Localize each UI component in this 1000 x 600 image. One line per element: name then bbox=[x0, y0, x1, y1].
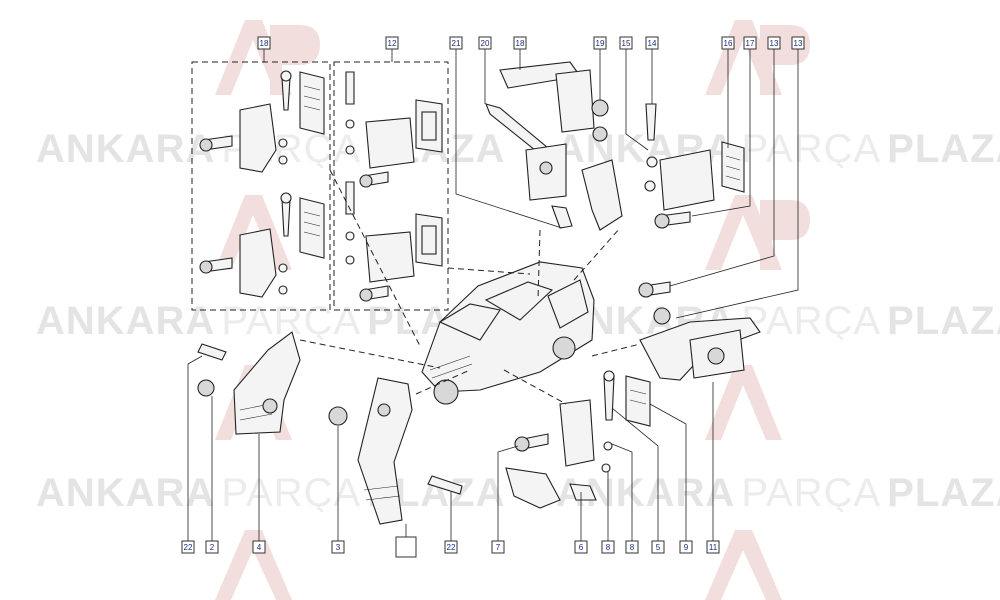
hinge-bracket-part-1 bbox=[328, 377, 463, 525]
callout-bottom-7: 6 bbox=[574, 540, 588, 554]
callout-label: 18 bbox=[260, 39, 269, 48]
callout-label: 19 bbox=[596, 39, 605, 48]
callout-label: 11 bbox=[709, 543, 718, 552]
callout-top-7: 14 bbox=[645, 36, 659, 50]
callout-top-9: 17 bbox=[743, 36, 757, 50]
callout-row-top: 18 12 21 20 18 19 15 14 16 17 13 13 bbox=[257, 36, 805, 50]
callout-label: 14 bbox=[648, 39, 657, 48]
callout-top-0: 18 bbox=[257, 36, 271, 50]
ap-logo-icon bbox=[215, 530, 292, 600]
callout-bottom-2: 4 bbox=[252, 540, 266, 554]
callout-label: 13 bbox=[794, 39, 803, 48]
callout-label: 9 bbox=[684, 543, 689, 552]
callout-label: 12 bbox=[388, 39, 397, 48]
callout-bottom-12: 11 bbox=[706, 540, 720, 554]
ap-logo-icon bbox=[215, 20, 320, 95]
callout-bottom-1: 2 bbox=[205, 540, 219, 554]
callout-top-2: 21 bbox=[449, 36, 463, 50]
callout-top-8: 16 bbox=[721, 36, 735, 50]
vehicle-illustration bbox=[421, 261, 595, 405]
hinge-upper-left bbox=[199, 70, 325, 173]
hinge-lower-right-side bbox=[638, 281, 761, 381]
callout-label: 6 bbox=[579, 543, 584, 552]
callout-label: 8 bbox=[606, 543, 611, 552]
callout-label: 13 bbox=[770, 39, 779, 48]
callout-top-1: 12 bbox=[385, 36, 399, 50]
callout-label: 15 bbox=[622, 39, 631, 48]
callout-label: 7 bbox=[496, 543, 501, 552]
hinge-upper-right bbox=[345, 71, 443, 188]
hinge-bottom-assembly bbox=[505, 370, 651, 509]
callout-label: 5 bbox=[656, 543, 661, 552]
callout-label: 20 bbox=[481, 39, 490, 48]
group-box-right bbox=[333, 61, 449, 311]
callout-bottom-3: 3 bbox=[331, 540, 345, 554]
callout-bottom-4: 1 bbox=[395, 536, 417, 558]
check-arm-left bbox=[197, 331, 301, 435]
callout-bottom-5: 22 bbox=[444, 540, 458, 554]
callout-label: 2 bbox=[210, 543, 215, 552]
callout-label: 8 bbox=[630, 543, 635, 552]
hinge-lower-left bbox=[199, 192, 325, 298]
callout-label: 22 bbox=[447, 543, 456, 552]
hinge-lower-right bbox=[345, 181, 443, 302]
callout-row-bottom: 2224312276885911 bbox=[181, 536, 720, 558]
callout-bottom-11: 9 bbox=[679, 540, 693, 554]
callout-top-10: 13 bbox=[767, 36, 781, 50]
callout-label: 3 bbox=[336, 543, 341, 552]
callout-label: 4 bbox=[257, 543, 262, 552]
callout-label: 16 bbox=[724, 39, 733, 48]
callout-top-4: 18 bbox=[513, 36, 527, 50]
callout-bottom-0: 22 bbox=[181, 540, 195, 554]
hinge-upper-right-side bbox=[581, 103, 745, 231]
callout-highlight-frame bbox=[395, 536, 417, 558]
callout-top-3: 20 bbox=[478, 36, 492, 50]
group-box-left bbox=[191, 61, 331, 311]
callout-label: 22 bbox=[184, 543, 193, 552]
door-check-strap bbox=[485, 103, 573, 229]
callout-bottom-10: 5 bbox=[651, 540, 665, 554]
callout-top-5: 19 bbox=[593, 36, 607, 50]
callout-bottom-9: 8 bbox=[625, 540, 639, 554]
callout-bottom-6: 7 bbox=[491, 540, 505, 554]
ap-logo-icon bbox=[705, 365, 782, 440]
callout-top-11: 13 bbox=[791, 36, 805, 50]
callout-label: 21 bbox=[452, 39, 461, 48]
callout-bottom-8: 8 bbox=[601, 540, 615, 554]
ap-logo-icon bbox=[705, 195, 810, 270]
ap-logo-icon bbox=[705, 20, 810, 95]
callout-label: 18 bbox=[516, 39, 525, 48]
callout-label: 17 bbox=[746, 39, 755, 48]
callout-top-6: 15 bbox=[619, 36, 633, 50]
ap-logo-icon bbox=[705, 530, 782, 600]
